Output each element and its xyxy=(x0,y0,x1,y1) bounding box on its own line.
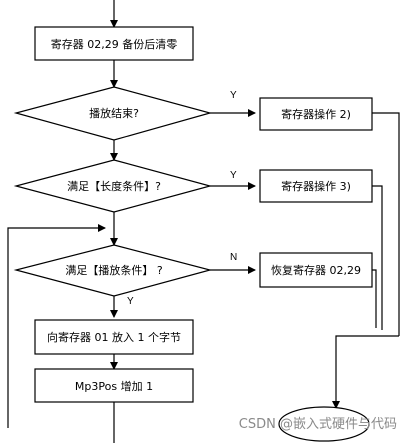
end-terminal xyxy=(278,406,370,442)
node-mp3pos-label: Mp3Pos 增加 1 xyxy=(75,379,153,393)
decision-diamond xyxy=(13,159,213,213)
node-reg-op3-label: 寄存器操作 3) xyxy=(281,179,351,193)
node-reg-op2: 寄存器操作 2) xyxy=(259,97,373,131)
decision-diamond xyxy=(13,244,213,297)
decision-play-end-label: 播放结束? xyxy=(89,106,139,120)
process-box xyxy=(34,368,194,403)
decision-play-cond-label: 满足【播放条件】 ? xyxy=(65,263,162,277)
edge-op2-down xyxy=(372,112,400,336)
label-play-cond-yes: Y xyxy=(127,296,134,307)
node-backup-label: 寄存器 02,29 备份后清零 xyxy=(51,37,177,51)
process-box xyxy=(34,319,194,355)
connectors xyxy=(7,0,400,443)
process-box xyxy=(259,97,373,131)
decision-length-label: 满足【长度条件】? xyxy=(67,179,161,193)
node-put-byte-label: 向寄存器 01 放入 1 个字节 xyxy=(47,330,181,344)
process-box xyxy=(259,252,373,288)
decision-play-cond: 满足【播放条件】 ? xyxy=(13,244,213,297)
edge-loop-back xyxy=(7,224,106,428)
label-length-yes: Y xyxy=(230,170,237,181)
node-reg-op3: 寄存器操作 3) xyxy=(259,169,373,203)
node-mp3pos: Mp3Pos 增加 1 xyxy=(34,368,194,403)
process-box xyxy=(34,26,194,61)
label-play-end-yes: Y xyxy=(230,90,237,101)
node-restore-label: 恢复寄存器 02,29 xyxy=(271,263,361,277)
label-play-cond-no: N xyxy=(230,252,237,263)
edge-op3-down xyxy=(372,185,383,330)
watermark: CSDN @嵌入式硬件与代码 xyxy=(239,417,397,432)
process-box xyxy=(259,169,373,203)
node-backup: 寄存器 02,29 备份后清零 xyxy=(34,26,194,61)
decision-length: 满足【长度条件】? xyxy=(13,159,213,213)
edge-merge-to-end xyxy=(332,335,399,409)
edge-restore-down xyxy=(372,269,377,328)
decision-diamond xyxy=(13,86,213,141)
node-reg-op2-label: 寄存器操作 2) xyxy=(281,107,351,121)
node-restore: 恢复寄存器 02,29 xyxy=(259,252,373,288)
decision-play-end: 播放结束? xyxy=(13,86,213,141)
node-put-byte: 向寄存器 01 放入 1 个字节 xyxy=(34,319,194,355)
